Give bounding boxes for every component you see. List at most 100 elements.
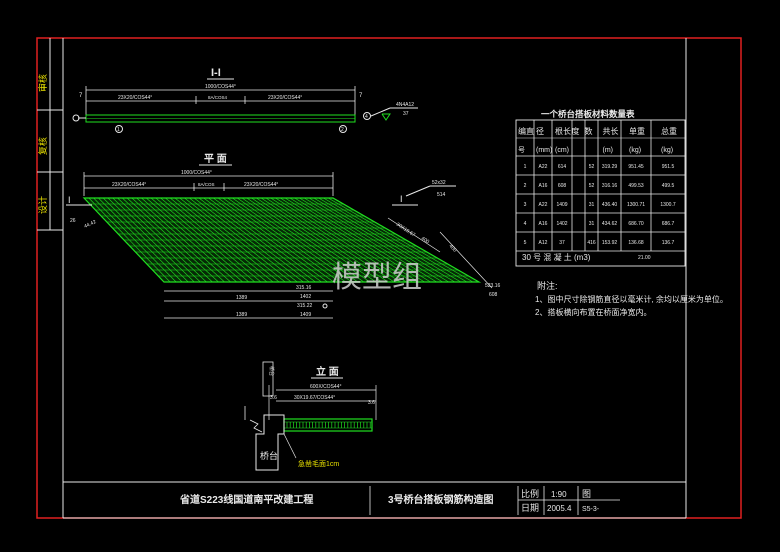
table-cell: 608 bbox=[558, 183, 567, 189]
table-header-cell: 数 bbox=[585, 126, 593, 136]
plan-rebar-transverse bbox=[174, 197, 280, 283]
title-block-scale-label: 比例 bbox=[521, 488, 539, 499]
table-header-unit: (kg) bbox=[629, 147, 641, 154]
section-1-bubble-4 bbox=[363, 112, 371, 120]
table-cell: 1409 bbox=[556, 202, 567, 208]
title-block-project: 省道S223线国道南平改建工程 bbox=[179, 493, 313, 506]
table-cell: 52 bbox=[589, 164, 595, 170]
section-1: I-I 1000/COS44° 23X20/COS44° 8A/COS4 23X… bbox=[72, 67, 418, 133]
notes-title: 附注: bbox=[537, 280, 558, 291]
table-cell: 31 bbox=[589, 221, 595, 227]
section-1-rebar-callout-sub: 37 bbox=[403, 111, 409, 117]
material-table-title: 一个桥台搭板材料数量表 bbox=[541, 109, 635, 119]
sidebar: 审核 复核 设计 bbox=[37, 38, 63, 231]
plan-rebar-transverse bbox=[88, 197, 171, 283]
title-block-fig-value: S5-3- bbox=[582, 506, 600, 513]
table-cell: 1300.7 bbox=[660, 202, 676, 208]
material-table-footer-label: 30 号 混 凝 土 (m3) bbox=[522, 252, 591, 262]
notes: 附注: 1、图中尺寸除钢筋直径以毫米计, 余均以厘米为单位。 2、搭板横向布置在… bbox=[535, 280, 728, 317]
elevation-abutment-label: 桥台 bbox=[260, 450, 278, 461]
plan-rebar-transverse bbox=[102, 197, 189, 283]
section-1-rebar-callout: 4N4A12 bbox=[396, 102, 414, 108]
table-cell: 499.5 bbox=[662, 183, 675, 189]
plan-rebar-transverse bbox=[146, 197, 243, 283]
material-table-gridlines bbox=[516, 120, 685, 252]
plan-rebar-transverse bbox=[304, 197, 443, 283]
plan-bottom-dim-1b: 1402 bbox=[300, 294, 311, 300]
plan-right-side-dim-3: 400 bbox=[448, 243, 458, 253]
elevation-top-dim: 600X/COS44° bbox=[310, 384, 341, 390]
plan-rebar-transverse bbox=[237, 197, 359, 283]
plan-rebar-grid bbox=[88, 197, 474, 283]
elevation-title: 立 面 bbox=[316, 365, 339, 378]
plan-rebar-transverse bbox=[198, 197, 310, 283]
plan-bottom-dim-3: 1389 bbox=[236, 312, 247, 318]
plan-rebar-transverse bbox=[284, 197, 419, 283]
table-cell: 4 bbox=[524, 221, 527, 227]
plan-rebar-transverse bbox=[323, 197, 468, 283]
table-cell: 951.45 bbox=[628, 164, 644, 170]
section-1-mid-dim: 8A/COS4 bbox=[208, 95, 228, 100]
plan-rebar-transverse bbox=[256, 197, 383, 283]
elevation-side-dim-right: 3.6 bbox=[368, 400, 375, 406]
plan-rebar-transverse bbox=[98, 197, 183, 283]
elevation-vertical-label: 桥台 bbox=[268, 366, 275, 376]
plan-left-small-dim-2: 26 bbox=[70, 218, 76, 224]
table-header-unit: (kg) bbox=[661, 147, 673, 154]
plan-rebar-transverse bbox=[246, 197, 371, 283]
notes-item-1: 1、图中尺寸除钢筋直径以毫米计, 余均以厘米为单位。 bbox=[535, 294, 728, 304]
plan-rebar-transverse bbox=[141, 197, 237, 283]
section-1-hook-mark bbox=[381, 113, 391, 121]
table-header-cell: 编直 bbox=[518, 126, 534, 136]
plan-title: 平 面 bbox=[204, 153, 227, 165]
table-cell: 951.5 bbox=[662, 164, 675, 170]
table-cell: 614 bbox=[558, 164, 567, 170]
table-cell: 31 bbox=[589, 202, 595, 208]
table-cell: 434.62 bbox=[602, 221, 618, 227]
plan-bottom-dim-2a: 1389 bbox=[236, 295, 247, 301]
elevation-abutment bbox=[255, 414, 285, 471]
plan-right-side-dim-1: 400 bbox=[420, 236, 430, 246]
table-header-unit: (cm) bbox=[555, 147, 569, 154]
elevation-mid-dim: 30X19.67/COS44° bbox=[294, 395, 335, 401]
section-1-end-mark-left: 7 bbox=[79, 93, 83, 99]
table-header-unit: (mm) bbox=[536, 147, 552, 154]
sidebar-reviewer: 复核 bbox=[37, 137, 48, 155]
plan-rebar-transverse bbox=[265, 197, 395, 283]
plan-rebar-transverse bbox=[208, 197, 322, 283]
title-block-fig-label: 图 bbox=[582, 489, 591, 499]
table-cell: 136.7 bbox=[662, 240, 675, 246]
section-1-bubble-2-label: 2 bbox=[341, 127, 344, 133]
plan-rebar-transverse bbox=[107, 197, 195, 283]
plan-bottom-dim-2b: 315.22 bbox=[297, 303, 313, 309]
plan-rebar-transverse bbox=[93, 197, 177, 283]
plan-rebar-transverse bbox=[150, 197, 250, 283]
plan-left-dim: 23X20/COS44° bbox=[112, 182, 146, 188]
plan-rebar-transverse bbox=[217, 197, 334, 283]
plan-far-right-dim-1: 523.16 bbox=[485, 283, 501, 289]
section-1-bubble-2 bbox=[339, 125, 347, 133]
plan-rebar-transverse bbox=[184, 197, 292, 283]
plan-far-right-dim-2: 608 bbox=[489, 292, 498, 298]
plan-right-dim: 23X20/COS44° bbox=[244, 182, 278, 188]
elevation-rebar-ticks bbox=[286, 422, 371, 428]
table-header-unit: (m) bbox=[603, 147, 614, 154]
plan-section-mark-right: I bbox=[400, 194, 403, 204]
section-1-right-dim: 23X20/COS44° bbox=[268, 95, 302, 101]
plan-view: 平 面 1000/COS44° 23X20/COS44° 8A/COS 23X2… bbox=[66, 153, 501, 319]
table-cell: 153.92 bbox=[602, 240, 618, 246]
plan-rebar-transverse bbox=[289, 197, 425, 283]
section-1-bubble-1 bbox=[115, 125, 123, 133]
plan-rebar-transverse bbox=[251, 197, 377, 283]
sheet-border bbox=[36, 37, 742, 519]
table-cell: A22 bbox=[539, 202, 548, 208]
table-cell: 1402 bbox=[556, 221, 567, 227]
material-table-headers: 编直号径(mm)根长(cm)度数共长(m)单重(kg)总重(kg) bbox=[518, 126, 677, 154]
table-cell: 1 bbox=[524, 164, 527, 170]
plan-rebar-transverse bbox=[227, 197, 346, 283]
sidebar-designer: 设计 bbox=[37, 196, 48, 214]
plan-rebar-transverse bbox=[203, 197, 316, 283]
plan-rebar-transverse bbox=[112, 197, 201, 283]
table-cell: 2 bbox=[524, 183, 527, 189]
